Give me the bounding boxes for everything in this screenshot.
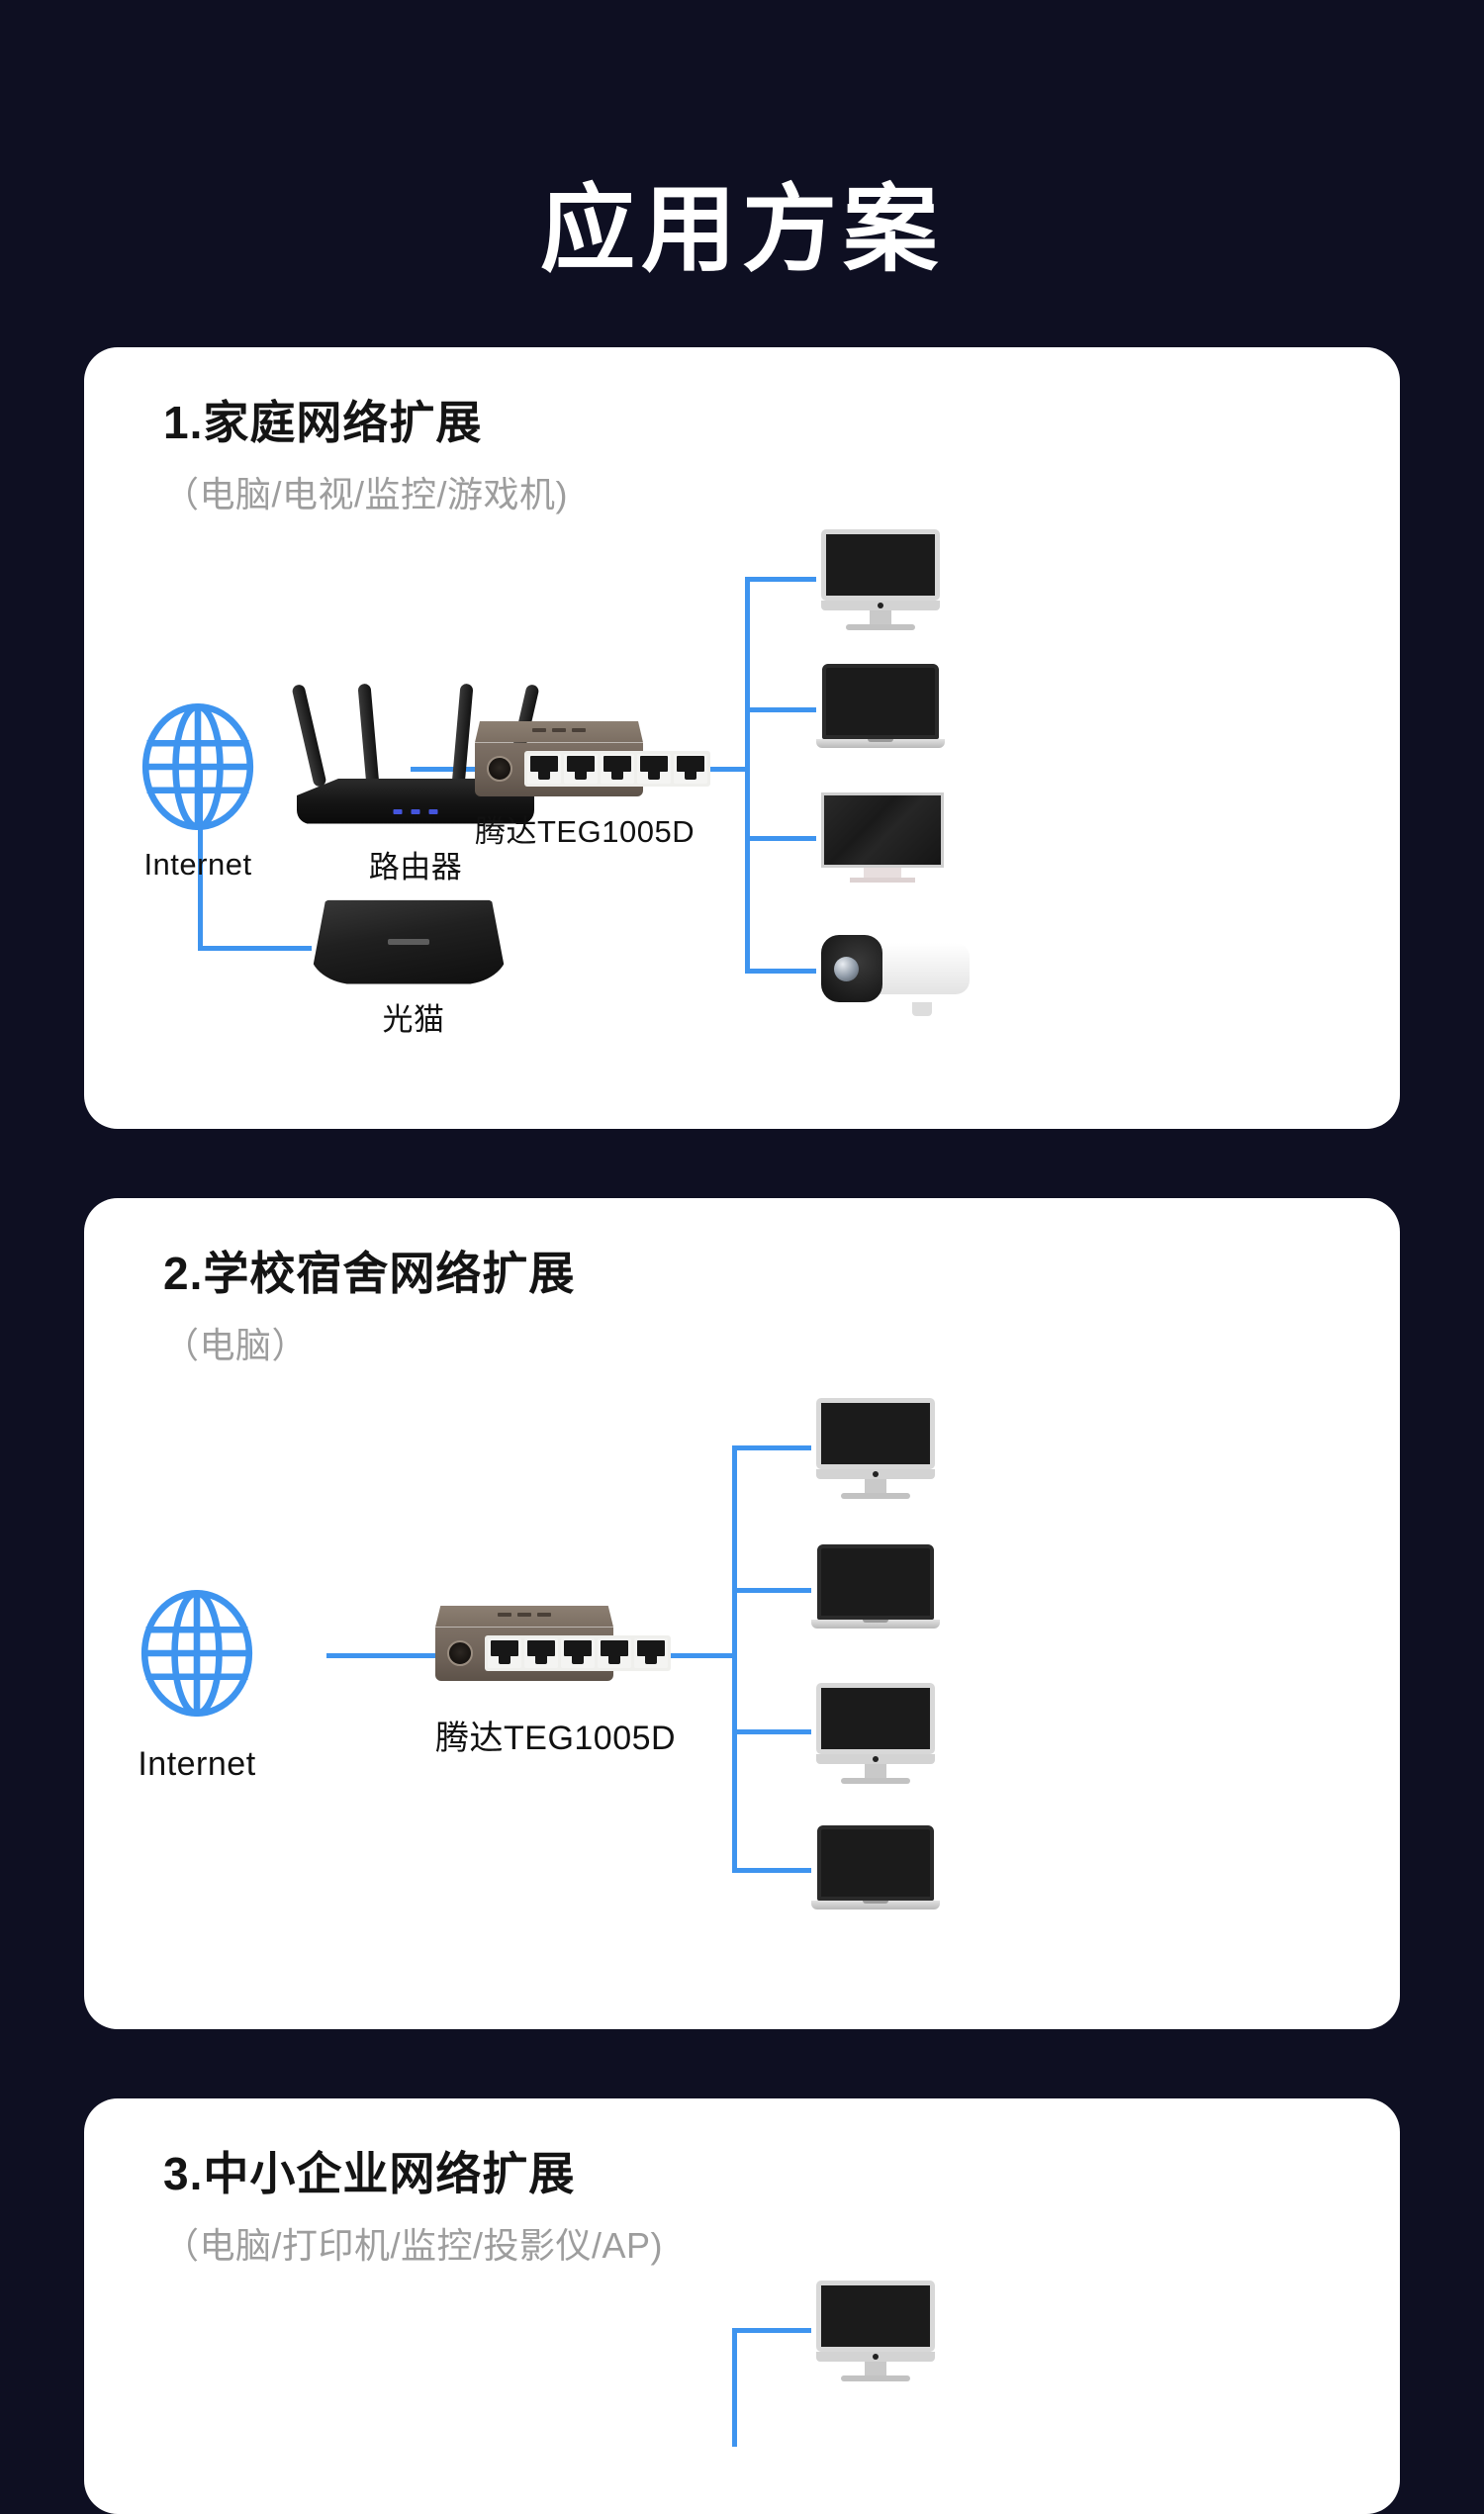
link-internet-modem bbox=[198, 946, 312, 951]
client-trunk bbox=[732, 2328, 737, 2447]
card-header: 1.家庭网络扩展 （电脑/电视/监控/游戏机) bbox=[84, 347, 1400, 517]
topology-diagram-2: Internet 腾达TEG1005D bbox=[84, 1368, 1400, 2030]
node-label-switch: 腾达TEG1005D bbox=[475, 806, 643, 851]
card-subtitle: （电脑/打印机/监控/投影仪/AP) bbox=[163, 2217, 1400, 2269]
node-label-switch: 腾达TEG1005D bbox=[435, 1711, 613, 1759]
node-label-modem: 光猫 bbox=[310, 994, 517, 1039]
tv-icon bbox=[821, 792, 944, 883]
branch-desktop-1 bbox=[732, 1445, 811, 1450]
node-switch: 腾达TEG1005D bbox=[435, 1606, 613, 1759]
card-subtitle: （电脑） bbox=[163, 1317, 1400, 1368]
branch-laptop-1 bbox=[732, 1588, 811, 1593]
switch-icon bbox=[435, 1606, 613, 1681]
client-laptop-2 bbox=[811, 1825, 940, 1909]
laptop-icon bbox=[811, 1825, 940, 1909]
desktop-monitor-icon bbox=[816, 1398, 935, 1499]
section-smb-network: 3.中小企业网络扩展 （电脑/打印机/监控/投影仪/AP) bbox=[84, 2098, 1400, 2514]
node-internet: Internet bbox=[132, 1588, 262, 1784]
client-trunk bbox=[745, 577, 750, 973]
client-trunk bbox=[732, 1445, 737, 1871]
branch-desktop bbox=[732, 2328, 811, 2333]
node-internet: Internet bbox=[133, 701, 263, 883]
branch-desktop bbox=[745, 577, 816, 582]
branch-tv bbox=[745, 836, 816, 841]
page-title: 应用方案 bbox=[0, 0, 1484, 278]
client-laptop-1 bbox=[811, 1544, 940, 1629]
branch-laptop bbox=[745, 707, 816, 712]
node-label-internet: Internet bbox=[133, 847, 263, 883]
client-tv bbox=[821, 792, 944, 883]
client-laptop bbox=[816, 664, 945, 748]
client-desktop-monitor-1 bbox=[816, 1398, 935, 1499]
card-title: 2.学校宿舍网络扩展 bbox=[163, 1246, 1400, 1303]
section-home-network: 1.家庭网络扩展 （电脑/电视/监控/游戏机) bbox=[84, 347, 1400, 1129]
branch-laptop-2 bbox=[732, 1868, 811, 1873]
globe-icon bbox=[132, 1588, 262, 1723]
globe-icon bbox=[133, 701, 263, 837]
switch-icon bbox=[475, 721, 643, 796]
card-title: 1.家庭网络扩展 bbox=[163, 395, 1400, 452]
topology-diagram-1: Internet 路由器 bbox=[84, 517, 1400, 1130]
client-desktop-monitor bbox=[816, 2281, 935, 2381]
card-header: 2.学校宿舍网络扩展 （电脑） bbox=[84, 1198, 1400, 1368]
desktop-monitor-icon bbox=[816, 2281, 935, 2381]
card-header: 3.中小企业网络扩展 （电脑/打印机/监控/投影仪/AP) bbox=[84, 2098, 1400, 2269]
client-desktop-monitor bbox=[821, 529, 940, 630]
node-modem: 光猫 bbox=[310, 893, 517, 1039]
desktop-monitor-icon bbox=[816, 1683, 935, 1784]
card-subtitle: （电脑/电视/监控/游戏机) bbox=[163, 466, 1400, 517]
section-dormitory-network: 2.学校宿舍网络扩展 （电脑） bbox=[84, 1198, 1400, 2029]
security-camera-icon bbox=[821, 933, 970, 1006]
node-label-internet: Internet bbox=[132, 1745, 262, 1784]
client-security-camera bbox=[821, 933, 970, 1006]
laptop-icon bbox=[816, 664, 945, 748]
solution-cards: 1.家庭网络扩展 （电脑/电视/监控/游戏机) bbox=[0, 347, 1484, 2514]
card-title: 3.中小企业网络扩展 bbox=[163, 2146, 1400, 2203]
laptop-icon bbox=[811, 1544, 940, 1629]
branch-desktop-2 bbox=[732, 1729, 811, 1734]
node-switch: 腾达TEG1005D bbox=[475, 721, 643, 851]
desktop-monitor-icon bbox=[821, 529, 940, 630]
branch-camera bbox=[745, 969, 816, 974]
topology-diagram-3 bbox=[84, 2269, 1400, 2514]
client-desktop-monitor-2 bbox=[816, 1683, 935, 1784]
modem-icon bbox=[310, 893, 508, 984]
